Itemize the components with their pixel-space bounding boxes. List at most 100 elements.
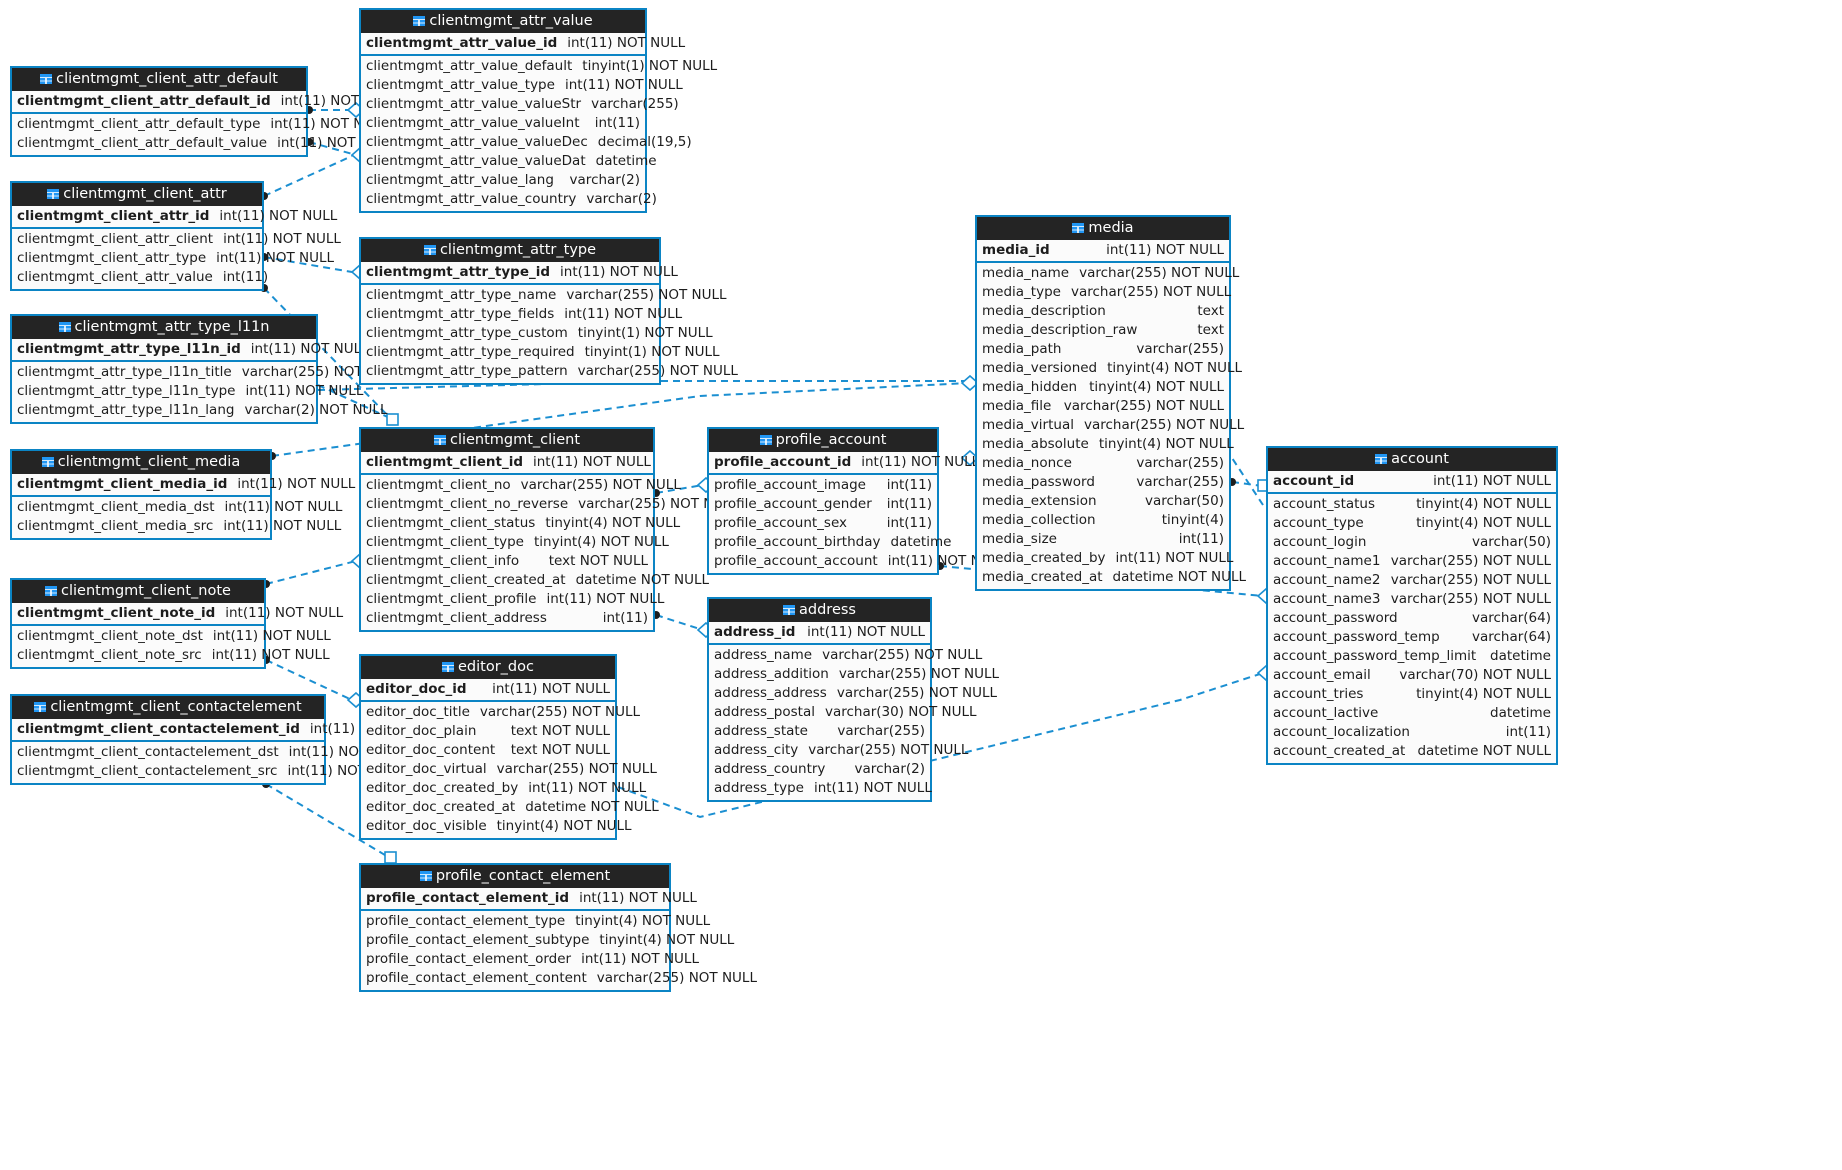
- attribute-row[interactable]: account_name2varchar(255) NOT NULL: [1268, 571, 1556, 590]
- attribute-row[interactable]: clientmgmt_client_statustinyint(4) NOT N…: [361, 514, 680, 533]
- attribute-row[interactable]: clientmgmt_attr_type_patternvarchar(255)…: [361, 362, 738, 381]
- attribute-row[interactable]: clientmgmt_attr_value_valueDatdatetime: [361, 152, 657, 171]
- entity-clientmgmt_client_contactelement[interactable]: clientmgmt_client_contactelementclientmg…: [10, 694, 428, 785]
- attribute-row[interactable]: clientmgmt_attr_value_defaulttinyint(1) …: [361, 57, 717, 76]
- attribute-row[interactable]: clientmgmt_client_attr_typeint(11) NOT N…: [12, 249, 334, 268]
- attribute-row[interactable]: media_noncevarchar(255): [977, 454, 1229, 473]
- attribute-row[interactable]: profile_contact_element_contentvarchar(2…: [361, 969, 757, 988]
- attribute-row[interactable]: profile_account_imageint(11): [709, 476, 937, 495]
- attribute-row[interactable]: clientmgmt_attr_type_namevarchar(255) NO…: [361, 286, 727, 305]
- attribute-row[interactable]: account_statustinyint(4) NOT NULL: [1268, 495, 1556, 514]
- entity-clientmgmt_client_attr[interactable]: clientmgmt_client_attrclientmgmt_client_…: [10, 181, 341, 291]
- attribute-row[interactable]: account_triestinyint(4) NOT NULL: [1268, 685, 1556, 704]
- primary-key-row[interactable]: clientmgmt_client_contactelement_idint(1…: [12, 719, 428, 742]
- attribute-row[interactable]: account_password_temp_limitdatetime: [1268, 647, 1556, 666]
- attribute-row[interactable]: profile_account_genderint(11): [709, 495, 937, 514]
- attribute-row[interactable]: clientmgmt_attr_value_countryvarchar(2): [361, 190, 657, 209]
- attribute-row[interactable]: media_description_rawtext: [977, 321, 1229, 340]
- entity-profile_account[interactable]: profile_accountprofile_account_idint(11)…: [707, 427, 1006, 575]
- attribute-row[interactable]: clientmgmt_attr_type_customtinyint(1) NO…: [361, 324, 713, 343]
- attribute-row[interactable]: account_name3varchar(255) NOT NULL: [1268, 590, 1556, 609]
- entity-editor_doc[interactable]: editor_doceditor_doc_idint(11) NOT NULLe…: [359, 654, 659, 840]
- entity-clientmgmt_client_attr_default[interactable]: clientmgmt_client_attr_defaultclientmgmt…: [10, 66, 399, 157]
- attribute-row[interactable]: media_filevarchar(255) NOT NULL: [977, 397, 1229, 416]
- attribute-row[interactable]: address_additionvarchar(255) NOT NULL: [709, 665, 999, 684]
- attribute-row[interactable]: editor_doc_titlevarchar(255) NOT NULL: [361, 703, 640, 722]
- attribute-row[interactable]: clientmgmt_client_addressint(11): [361, 609, 653, 628]
- attribute-row[interactable]: clientmgmt_client_profileint(11) NOT NUL…: [361, 590, 664, 609]
- attribute-row[interactable]: editor_doc_contenttext NOT NULL: [361, 741, 615, 760]
- attribute-row[interactable]: clientmgmt_client_attr_clientint(11) NOT…: [12, 230, 341, 249]
- attribute-row[interactable]: clientmgmt_attr_type_fieldsint(11) NOT N…: [361, 305, 682, 324]
- attribute-row[interactable]: address_addressvarchar(255) NOT NULL: [709, 684, 997, 703]
- entity-profile_contact_element[interactable]: profile_contact_elementprofile_contact_e…: [359, 863, 757, 992]
- attribute-row[interactable]: media_namevarchar(255) NOT NULL: [977, 264, 1239, 283]
- attribute-row[interactable]: account_emailvarchar(70) NOT NULL: [1268, 666, 1556, 685]
- attribute-row[interactable]: clientmgmt_attr_value_valueIntint(11): [361, 114, 645, 133]
- primary-key-row[interactable]: clientmgmt_client_note_idint(11) NOT NUL…: [12, 603, 343, 626]
- attribute-row[interactable]: clientmgmt_attr_type_requiredtinyint(1) …: [361, 343, 720, 362]
- attribute-row[interactable]: account_loginvarchar(50): [1268, 533, 1556, 552]
- attribute-row[interactable]: profile_account_accountint(11) NOT NULL: [709, 552, 1006, 571]
- attribute-row[interactable]: clientmgmt_client_contactelement_srcint(…: [12, 762, 405, 781]
- attribute-row[interactable]: clientmgmt_attr_value_valueDecdecimal(19…: [361, 133, 692, 152]
- attribute-row[interactable]: account_name1varchar(255) NOT NULL: [1268, 552, 1556, 571]
- entity-account[interactable]: accountaccount_idint(11) NOT NULLaccount…: [1266, 446, 1558, 765]
- primary-key-row[interactable]: address_idint(11) NOT NULL: [709, 622, 930, 645]
- attribute-row[interactable]: address_statevarchar(255): [709, 722, 930, 741]
- entity-clientmgmt_client[interactable]: clientmgmt_clientclientmgmt_client_idint…: [359, 427, 738, 632]
- entity-media[interactable]: mediamedia_idint(11) NOT NULLmedia_namev…: [975, 215, 1246, 591]
- attribute-row[interactable]: media_pathvarchar(255): [977, 340, 1229, 359]
- attribute-row[interactable]: address_namevarchar(255) NOT NULL: [709, 646, 982, 665]
- attribute-row[interactable]: clientmgmt_attr_value_valueStrvarchar(25…: [361, 95, 679, 114]
- attribute-row[interactable]: clientmgmt_client_attr_default_typeint(1…: [12, 115, 388, 134]
- primary-key-row[interactable]: clientmgmt_client_attr_default_idint(11)…: [12, 91, 399, 114]
- attribute-row[interactable]: clientmgmt_client_attr_valueint(11): [12, 268, 268, 287]
- attribute-row[interactable]: address_postalvarchar(30) NOT NULL: [709, 703, 977, 722]
- attribute-row[interactable]: account_created_atdatetime NOT NULL: [1268, 742, 1556, 761]
- attribute-row[interactable]: account_passwordvarchar(64): [1268, 609, 1556, 628]
- attribute-row[interactable]: media_versionedtinyint(4) NOT NULL: [977, 359, 1242, 378]
- primary-key-row[interactable]: clientmgmt_client_idint(11) NOT NULL: [361, 452, 653, 475]
- attribute-row[interactable]: media_virtualvarchar(255) NOT NULL: [977, 416, 1244, 435]
- entity-clientmgmt_attr_value[interactable]: clientmgmt_attr_valueclientmgmt_attr_val…: [359, 8, 717, 213]
- entity-address[interactable]: addressaddress_idint(11) NOT NULLaddress…: [707, 597, 999, 802]
- attribute-row[interactable]: editor_doc_visibletinyint(4) NOT NULL: [361, 817, 632, 836]
- attribute-row[interactable]: media_typevarchar(255) NOT NULL: [977, 283, 1231, 302]
- entity-clientmgmt_attr_type[interactable]: clientmgmt_attr_typeclientmgmt_attr_type…: [359, 237, 738, 385]
- primary-key-row[interactable]: clientmgmt_client_media_idint(11) NOT NU…: [12, 474, 355, 497]
- attribute-row[interactable]: account_password_tempvarchar(64): [1268, 628, 1556, 647]
- attribute-row[interactable]: media_created_atdatetime NOT NULL: [977, 568, 1246, 587]
- attribute-row[interactable]: profile_contact_element_orderint(11) NOT…: [361, 950, 699, 969]
- attribute-row[interactable]: clientmgmt_client_no_reversevarchar(255)…: [361, 495, 738, 514]
- attribute-row[interactable]: media_created_byint(11) NOT NULL: [977, 549, 1233, 568]
- attribute-row[interactable]: clientmgmt_attr_value_langvarchar(2): [361, 171, 645, 190]
- attribute-row[interactable]: account_lactivedatetime: [1268, 704, 1556, 723]
- attribute-row[interactable]: editor_doc_created_byint(11) NOT NULL: [361, 779, 646, 798]
- attribute-row[interactable]: clientmgmt_client_created_atdatetime NOT…: [361, 571, 709, 590]
- attribute-row[interactable]: address_typeint(11) NOT NULL: [709, 779, 932, 798]
- attribute-row[interactable]: clientmgmt_attr_value_typeint(11) NOT NU…: [361, 76, 683, 95]
- entity-clientmgmt_attr_type_l11n[interactable]: clientmgmt_attr_type_l11nclientmgmt_attr…: [10, 314, 402, 424]
- primary-key-row[interactable]: clientmgmt_attr_type_idint(11) NOT NULL: [361, 262, 678, 285]
- attribute-row[interactable]: clientmgmt_attr_type_l11n_titlevarchar(2…: [12, 363, 402, 382]
- attribute-row[interactable]: media_hiddentinyint(4) NOT NULL: [977, 378, 1229, 397]
- attribute-row[interactable]: media_extensionvarchar(50): [977, 492, 1229, 511]
- attribute-row[interactable]: address_cityvarchar(255) NOT NULL: [709, 741, 968, 760]
- attribute-row[interactable]: account_typetinyint(4) NOT NULL: [1268, 514, 1556, 533]
- attribute-row[interactable]: profile_contact_element_typetinyint(4) N…: [361, 912, 710, 931]
- entity-clientmgmt_client_note[interactable]: clientmgmt_client_noteclientmgmt_client_…: [10, 578, 343, 669]
- attribute-row[interactable]: clientmgmt_client_novarchar(255) NOT NUL…: [361, 476, 681, 495]
- primary-key-row[interactable]: profile_contact_element_idint(11) NOT NU…: [361, 888, 697, 911]
- attribute-row[interactable]: clientmgmt_client_note_srcint(11) NOT NU…: [12, 646, 330, 665]
- attribute-row[interactable]: media_descriptiontext: [977, 302, 1229, 321]
- attribute-row[interactable]: clientmgmt_client_media_srcint(11) NOT N…: [12, 517, 341, 536]
- attribute-row[interactable]: clientmgmt_client_attr_default_valueint(…: [12, 134, 395, 153]
- primary-key-row[interactable]: clientmgmt_attr_value_idint(11) NOT NULL: [361, 33, 685, 56]
- attribute-row[interactable]: clientmgmt_client_media_dstint(11) NOT N…: [12, 498, 342, 517]
- primary-key-row[interactable]: profile_account_idint(11) NOT NULL: [709, 452, 979, 475]
- attribute-row[interactable]: profile_account_sexint(11): [709, 514, 937, 533]
- primary-key-row[interactable]: media_idint(11) NOT NULL: [977, 240, 1229, 263]
- attribute-row[interactable]: editor_doc_virtualvarchar(255) NOT NULL: [361, 760, 657, 779]
- attribute-row[interactable]: clientmgmt_client_typetinyint(4) NOT NUL…: [361, 533, 669, 552]
